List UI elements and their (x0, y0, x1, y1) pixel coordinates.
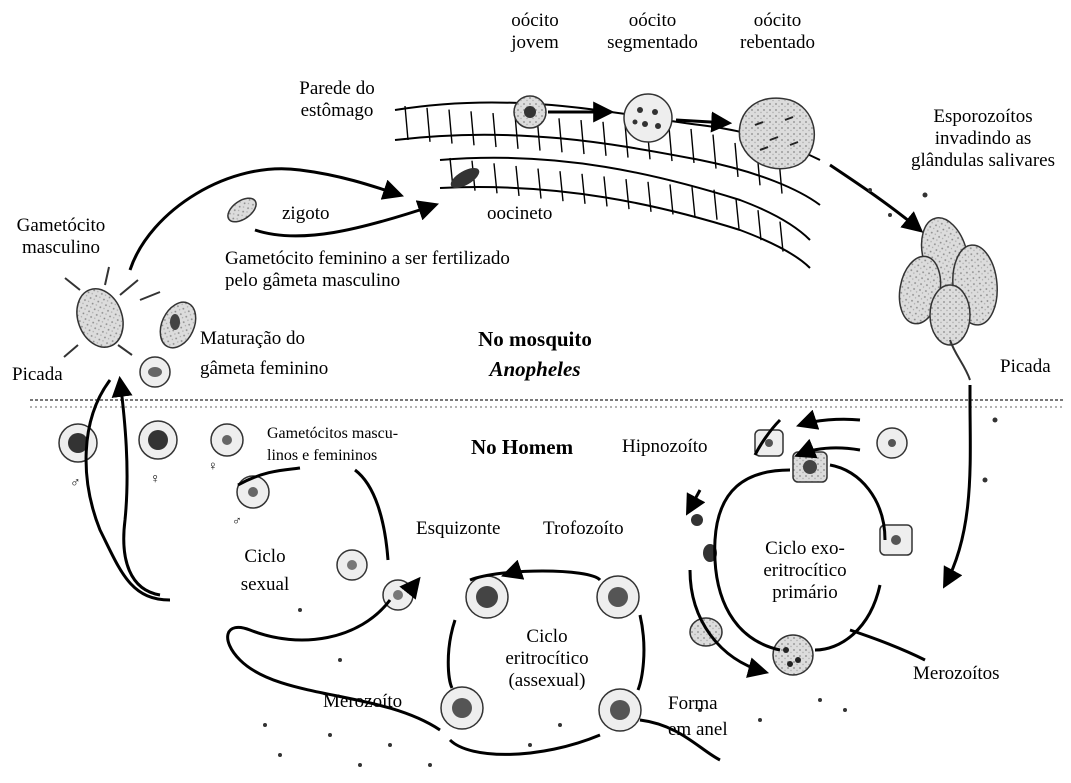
esquizonte-cell (466, 576, 508, 618)
label-zigoto: zigoto (282, 203, 330, 225)
label-esquizonte: Esquizonte (416, 518, 500, 540)
merozoito-cell (441, 687, 483, 729)
forma-anel-cell (599, 689, 641, 731)
svg-text:♀: ♀ (150, 472, 161, 487)
gametocito-left-cell-3: ♀ (208, 424, 243, 473)
oocito-jovem-cell (514, 96, 546, 128)
label-no-mosquito: No mosquito (460, 328, 610, 350)
label-trofozoito: Trofozoíto (543, 518, 624, 540)
oocito-rebentado-cell (739, 98, 814, 169)
label-no-homem: No Homem (471, 436, 573, 458)
exo-cell-bottom (773, 635, 813, 675)
label-oocineto: oocineto (487, 203, 552, 225)
label-hipnozoito: Hipnozoíto (622, 436, 708, 458)
gametocito-left-cell-2: ♀ (139, 421, 177, 487)
label-gametocitos-masculinos-femininos: Gametócitos mascu-linos e femininos (267, 423, 398, 467)
gametocito-left-cell-1: ♂ (59, 424, 97, 491)
trofozoito-cell (597, 576, 639, 618)
zigoto-cell (224, 193, 261, 226)
label-merozoito: Merozoíto (323, 691, 402, 713)
oocito-segmentado-cell (624, 94, 672, 142)
svg-text:♂: ♂ (232, 513, 242, 528)
maturacao-cell (140, 357, 170, 387)
divider-line (30, 400, 1065, 407)
svg-text:♀: ♀ (208, 458, 218, 473)
fertilization-cell (140, 292, 203, 354)
label-picada-left: Picada (12, 364, 63, 386)
exo-cell-top (793, 452, 827, 482)
label-merozoitos: Merozoítos (913, 663, 1000, 685)
gametocito-masculino-cell (64, 267, 138, 357)
svg-text:♂: ♂ (70, 476, 81, 491)
label-anopheles: Anopheles (460, 358, 610, 380)
exo-cell-right-top (877, 428, 907, 458)
salivary-glands (894, 213, 1000, 380)
label-picada-right: Picada (1000, 356, 1051, 378)
ciclo-sexual-cell (337, 550, 413, 610)
